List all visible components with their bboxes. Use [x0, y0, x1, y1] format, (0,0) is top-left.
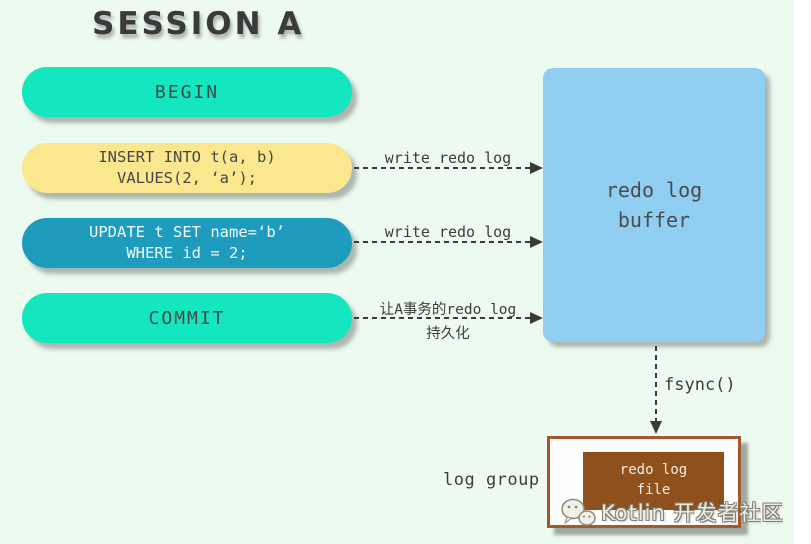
- session-title: SESSION A: [92, 6, 305, 42]
- arrow-label-write-redo-log-2: write redo log: [384, 223, 512, 241]
- node-begin: BEGIN: [22, 67, 352, 117]
- node-commit-label: COMMIT: [148, 307, 226, 329]
- file-line-2: file: [636, 482, 671, 498]
- arrow-label-write-redo-log-1: write redo log: [384, 149, 512, 167]
- fsync-label: fsync(): [664, 375, 736, 395]
- insert-line-1: INSERT INTO t(a, b): [98, 148, 276, 167]
- node-commit: COMMIT: [22, 293, 352, 343]
- wechat-icon: [561, 498, 596, 526]
- redo-log-file-box: redo log file: [583, 452, 724, 510]
- update-line-2: WHERE id = 2;: [126, 244, 248, 262]
- redo-log-buffer-box: redo log buffer: [543, 68, 765, 342]
- buffer-line-1: redo log: [605, 178, 703, 202]
- watermark: Kotlin 开发者社区: [560, 497, 783, 527]
- insert-line-2: VALUES(2, ‘a’);: [117, 169, 257, 187]
- log-group-label: log group: [443, 470, 540, 490]
- node-begin-label: BEGIN: [154, 81, 220, 103]
- buffer-line-2: buffer: [617, 208, 691, 232]
- update-line-1: UPDATE t SET name=‘b’: [89, 223, 285, 242]
- node-insert-statement: INSERT INTO t(a, b) VALUES(2, ‘a’);: [22, 143, 352, 193]
- arrow-label-persist-line-1: 让A事务的redo log: [379, 302, 517, 318]
- arrow-label-persist-line-2: 持久化: [426, 326, 470, 342]
- file-line-1: redo log: [619, 462, 688, 479]
- node-update-statement: UPDATE t SET name=‘b’ WHERE id = 2;: [22, 218, 352, 268]
- watermark-text: Kotlin 开发者社区: [601, 501, 784, 525]
